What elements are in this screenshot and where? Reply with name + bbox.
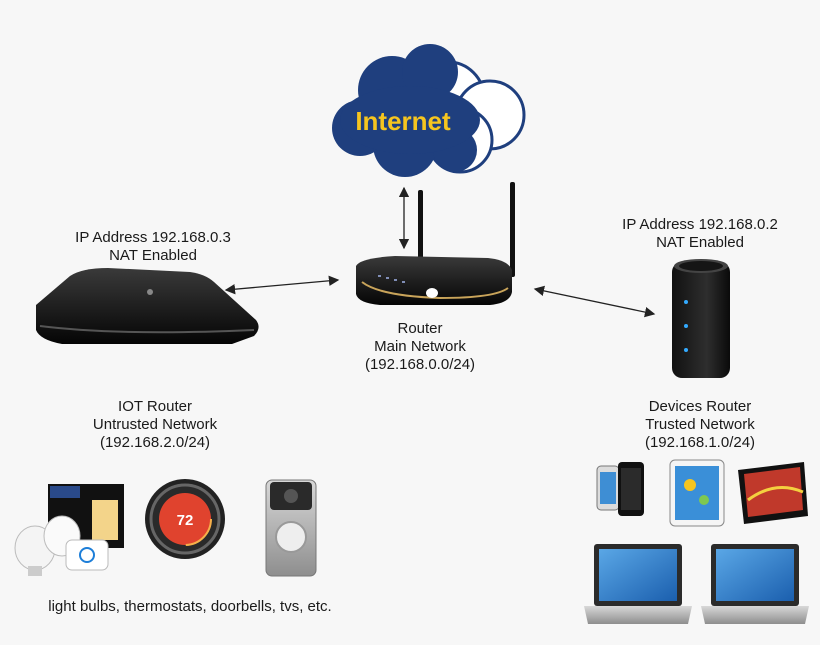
iot-router-nat: NAT Enabled (109, 247, 197, 264)
tablet-ipad-icon (669, 459, 725, 527)
tablet-android-icon (738, 462, 808, 524)
iot-router-ip-label: IP Address 192.168.0.3 NAT Enabled (38, 229, 268, 265)
smart-bulbs-icon (14, 484, 124, 576)
devices-router-subnet: (192.168.1.0/24) (644, 434, 756, 451)
iot-router-subnet: (192.168.2.0/24) (99, 434, 211, 451)
main-router-network: Main Network (374, 338, 466, 355)
laptop-left-icon (584, 544, 692, 624)
devices-router-ip-label: IP Address 192.168.0.2 NAT Enabled (600, 216, 800, 252)
doorbell-icon (265, 479, 317, 577)
main-router-icon (356, 182, 515, 305)
iot-devices-caption: light bulbs, thermostats, doorbells, tvs… (20, 598, 360, 616)
internet-cloud-icon: Internet (332, 44, 526, 177)
main-router-label: Router Main Network (192.168.0.0/24) (340, 320, 500, 374)
iot-router-label: IOT Router Untrusted Network (192.168.2.… (55, 398, 255, 452)
iot-router-ip-address: IP Address 192.168.0.3 (75, 229, 231, 246)
main-router-subnet: (192.168.0.0/24) (364, 356, 476, 373)
devices-router-icon (672, 259, 730, 378)
devices-router-name: Devices Router (648, 398, 752, 415)
devices-router-nat: NAT Enabled (656, 234, 744, 251)
iot-devices-caption-text: light bulbs, thermostats, doorbells, tvs… (48, 598, 332, 615)
iot-router-network: Untrusted Network (92, 416, 218, 433)
iot-router-icon (36, 268, 259, 344)
devices-router-ip-address: IP Address 192.168.0.2 (622, 216, 778, 233)
iot-router-name: IOT Router (118, 398, 192, 415)
main-to-devices-arrow (533, 285, 656, 318)
main-router-name: Router (397, 320, 443, 337)
thermostat-reading: 72 (177, 512, 194, 529)
internet-label: Internet (355, 106, 451, 136)
devices-router-label: Devices Router Trusted Network (192.168.… (600, 398, 800, 452)
thermostat-icon: 72 (145, 479, 225, 559)
devices-router-network: Trusted Network (645, 416, 755, 433)
laptop-right-icon (701, 544, 809, 624)
main-to-iot-arrow (224, 275, 340, 295)
smartphones-icon (596, 462, 644, 516)
